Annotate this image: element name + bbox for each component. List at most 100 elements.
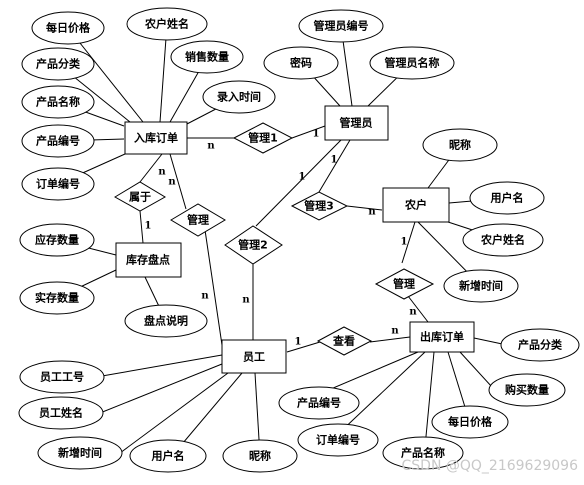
svg-text:订单编号: 订单编号 bbox=[316, 433, 360, 447]
relationship-belong: 属于 bbox=[114, 181, 166, 212]
attribute-outbound-product-no: 产品编号 bbox=[278, 386, 360, 420]
svg-text:新增时间: 新增时间 bbox=[459, 279, 503, 293]
svg-text:管理2: 管理2 bbox=[238, 238, 268, 252]
attribute-admin-no: 管理员编号 bbox=[298, 9, 384, 43]
entity-inbound-order: 入库订单 bbox=[124, 121, 188, 155]
cardinality-label: 1 bbox=[295, 337, 302, 348]
attribute-outbound-order-no: 订单编号 bbox=[297, 423, 379, 457]
cardinality-label: n bbox=[158, 167, 166, 178]
relationship-manage2: 管理2 bbox=[224, 225, 283, 265]
svg-text:管理1: 管理1 bbox=[248, 131, 278, 145]
svg-text:管理员名称: 管理员名称 bbox=[385, 56, 440, 70]
attribute-employee-no: 员工工号 bbox=[19, 360, 105, 394]
svg-text:管理员编号: 管理员编号 bbox=[314, 19, 369, 33]
svg-text:产品分类: 产品分类 bbox=[36, 57, 81, 71]
attribute-admin-name: 管理员名称 bbox=[369, 46, 455, 80]
svg-text:订单编号: 订单编号 bbox=[36, 177, 80, 191]
relationship-manage-employee: 管理 bbox=[170, 203, 226, 237]
svg-text:用户名: 用户名 bbox=[152, 449, 185, 463]
relationship-view: 查看 bbox=[316, 326, 373, 356]
relationship-manage3: 管理3 bbox=[290, 191, 349, 221]
svg-text:产品编号: 产品编号 bbox=[36, 134, 80, 148]
cardinality-label: 1 bbox=[401, 237, 408, 248]
cardinality-label: 1 bbox=[331, 155, 338, 166]
cardinality-label: n bbox=[368, 207, 376, 218]
attribute-farmer-added-time: 新增时间 bbox=[443, 269, 519, 303]
attribute-outbound-purchase-qty: 购买数量 bbox=[488, 373, 566, 407]
relationship-manage-farmer: 管理 bbox=[374, 268, 435, 300]
svg-text:管理: 管理 bbox=[187, 213, 209, 227]
svg-text:管理3: 管理3 bbox=[304, 199, 334, 213]
attribute-employee-name: 员工姓名 bbox=[18, 396, 104, 430]
svg-text:出库订单: 出库订单 bbox=[420, 330, 464, 344]
attribute-inbound-product-name: 产品名称 bbox=[21, 85, 95, 119]
attribute-inbound-order-no: 订单编号 bbox=[21, 167, 95, 201]
svg-text:农户姓名: 农户姓名 bbox=[480, 233, 525, 247]
svg-text:员工工号: 员工工号 bbox=[40, 371, 84, 384]
attribute-inbound-category: 产品分类 bbox=[21, 47, 95, 81]
svg-text:昵称: 昵称 bbox=[449, 138, 471, 152]
relationship-manage1: 管理1 bbox=[232, 122, 294, 154]
svg-text:产品名称: 产品名称 bbox=[36, 95, 80, 109]
attribute-employee-added-time: 新增时间 bbox=[37, 436, 123, 470]
attribute-inbound-farmer-name: 农户姓名 bbox=[126, 7, 208, 41]
svg-text:每日价格: 每日价格 bbox=[448, 415, 493, 429]
svg-text:员工姓名: 员工姓名 bbox=[39, 406, 83, 420]
cardinality-label: n bbox=[391, 326, 399, 337]
cardinality-label: n bbox=[168, 177, 176, 188]
cardinality-label: n bbox=[201, 291, 209, 302]
cardinality-label: 1 bbox=[145, 221, 152, 232]
entity-outbound-order: 出库订单 bbox=[409, 321, 475, 353]
cardinality-label: 1 bbox=[313, 129, 320, 140]
entity-farmer: 农户 bbox=[382, 187, 450, 223]
cardinality-labels: n 1 1 1 n n 1 n n n 1 1 n n bbox=[145, 129, 418, 348]
entity-employee: 员工 bbox=[221, 339, 287, 374]
svg-text:产品名称: 产品名称 bbox=[401, 446, 445, 460]
attribute-inbound-entry-time: 录入时间 bbox=[202, 80, 276, 114]
attribute-inventory-actual-qty: 实存数量 bbox=[19, 281, 95, 315]
svg-text:用户名: 用户名 bbox=[491, 191, 524, 205]
attribute-farmer-nickname: 昵称 bbox=[422, 128, 498, 162]
cardinality-label: n bbox=[409, 307, 417, 318]
svg-text:农户: 农户 bbox=[404, 198, 427, 212]
entity-admin: 管理员 bbox=[324, 105, 389, 141]
entity-inventory: 库存盘点 bbox=[115, 242, 182, 278]
svg-text:销售数量: 销售数量 bbox=[185, 50, 229, 64]
attribute-outbound-daily-price: 每日价格 bbox=[431, 405, 509, 439]
attribute-outbound-product-name: 产品名称 bbox=[382, 436, 464, 470]
attribute-farmer-name: 农户姓名 bbox=[462, 223, 544, 257]
svg-text:昵称: 昵称 bbox=[249, 449, 271, 463]
attribute-inbound-product-no: 产品编号 bbox=[21, 124, 95, 158]
svg-text:密码: 密码 bbox=[290, 56, 312, 70]
svg-text:购买数量: 购买数量 bbox=[505, 383, 549, 397]
svg-text:入库订单: 入库订单 bbox=[134, 131, 178, 145]
attribute-farmer-username: 用户名 bbox=[469, 181, 545, 215]
svg-text:属于: 属于 bbox=[129, 191, 151, 204]
attribute-employee-username: 用户名 bbox=[129, 439, 207, 473]
cardinality-label: n bbox=[207, 141, 215, 152]
svg-text:查看: 查看 bbox=[333, 334, 355, 348]
attribute-inbound-sales-qty: 销售数量 bbox=[170, 40, 244, 74]
svg-text:盘点说明: 盘点说明 bbox=[144, 314, 188, 328]
svg-text:产品编号: 产品编号 bbox=[297, 396, 341, 410]
attribute-outbound-category: 产品分类 bbox=[500, 328, 580, 362]
svg-text:录入时间: 录入时间 bbox=[217, 90, 261, 104]
connection-lines bbox=[56, 23, 508, 457]
svg-text:产品分类: 产品分类 bbox=[518, 338, 563, 352]
svg-text:每日价格: 每日价格 bbox=[46, 21, 91, 35]
svg-text:实存数量: 实存数量 bbox=[35, 291, 79, 305]
svg-text:管理员: 管理员 bbox=[340, 116, 373, 130]
svg-text:库存盘点: 库存盘点 bbox=[126, 253, 170, 267]
svg-text:新增时间: 新增时间 bbox=[58, 446, 102, 460]
svg-text:员工: 员工 bbox=[243, 351, 265, 364]
attribute-inventory-expected-qty: 应存数量 bbox=[19, 223, 95, 257]
cardinality-label: n bbox=[242, 295, 250, 306]
attribute-inventory-note: 盘点说明 bbox=[124, 304, 208, 338]
attribute-employee-nickname: 昵称 bbox=[222, 439, 298, 473]
watermark: CSDN @QQ_2169629096 bbox=[402, 458, 579, 474]
attribute-inbound-daily-price: 每日价格 bbox=[31, 11, 105, 45]
svg-text:农户姓名: 农户姓名 bbox=[144, 17, 189, 31]
cardinality-label: 1 bbox=[299, 172, 306, 183]
attribute-admin-password: 密码 bbox=[263, 46, 339, 80]
